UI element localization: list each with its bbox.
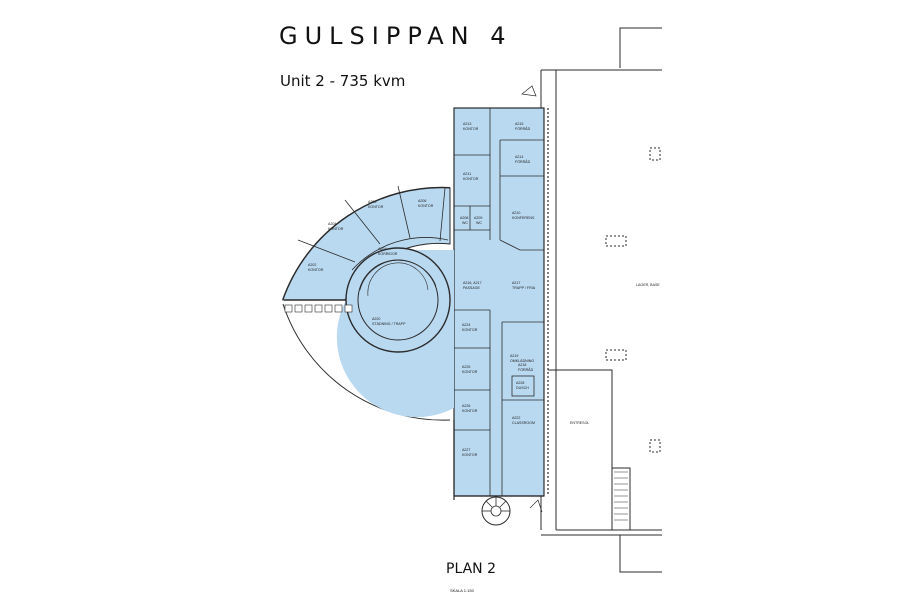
room-passage-name: PASSAGE xyxy=(463,286,481,290)
room-a215-id: A215 xyxy=(515,122,523,126)
room-a205-name: KONTOR xyxy=(368,205,384,209)
balcony-railing xyxy=(284,304,353,313)
room-a220-id: A220 xyxy=(372,317,380,321)
room-a226-id: A226 xyxy=(462,404,470,408)
room-a209-id: A209 xyxy=(474,216,482,220)
storage-label: LAGER, BASE xyxy=(636,283,660,287)
room-a209-name: WC xyxy=(476,221,482,225)
room-passage-id: A216, A217 xyxy=(463,281,482,285)
room-a224-id: A224 xyxy=(462,323,470,327)
room-a219-name: OMKLÄDNING xyxy=(510,359,534,363)
room-a211-name: KONTOR xyxy=(463,177,479,181)
room-a215-name: FÖRRÅD xyxy=(515,126,531,131)
plan-label: PLAN 2 xyxy=(446,561,496,577)
room-a228-id: A228 xyxy=(516,381,524,385)
adjacent-building xyxy=(540,27,662,573)
room-a220-name: STÄDNING / TRAPP xyxy=(372,322,406,326)
room-a218-name: FÖRRÅD xyxy=(518,367,534,372)
room-a205-id: A205 xyxy=(368,200,376,204)
room-a210-name: KONFERENS xyxy=(512,216,535,220)
room-a213-name: KONTOR xyxy=(463,127,479,131)
room-a211-id: A211 xyxy=(463,172,471,176)
room-a226-name: KONTOR xyxy=(462,409,478,413)
room-a227-name: KONTOR xyxy=(462,453,478,457)
room-a214-name: FÖRRÅD xyxy=(515,159,531,164)
room-a222-id: A222 xyxy=(512,416,520,420)
room-a219-id: A219 xyxy=(510,354,518,358)
room-a217-id: A217 xyxy=(512,281,520,285)
room-a224-name: KONTOR xyxy=(462,328,478,332)
room-a222-name: CLASSROOM xyxy=(512,421,535,425)
room-labels: A213 KONTOR A215 FÖRRÅD A214 FÖRRÅD A211… xyxy=(308,122,536,457)
room-a228-name: DUSCH xyxy=(516,386,529,390)
room-a225-name: KONTOR xyxy=(462,370,478,374)
room-a204-name: KONTOR xyxy=(328,227,344,231)
interior-walls xyxy=(284,108,549,526)
room-a227-id: A227 xyxy=(462,448,470,452)
scale-label: SKALA 1:150 xyxy=(450,588,474,593)
room-a213-id: A213 xyxy=(463,122,471,126)
unit-area-label: Unit 2 - 735 kvm xyxy=(280,72,406,90)
page-title: GULSIPPAN 4 xyxy=(279,22,513,50)
room-a208-name: WC xyxy=(462,221,468,225)
room-a208-id: A208 xyxy=(460,216,468,220)
room-a202-name: KONTOR xyxy=(308,268,324,272)
room-a217-name: TRAPP / FRIA xyxy=(512,286,536,290)
entry-markers xyxy=(521,85,543,513)
room-a214-id: A214 xyxy=(515,155,523,159)
room-a204-id: A204 xyxy=(328,222,336,226)
room-a202-id: A202 xyxy=(308,263,316,267)
room-a225-id: A225 xyxy=(462,365,470,369)
room-a218-id: A218 xyxy=(518,363,526,367)
mezzanine-label: ENTRESOL xyxy=(570,421,589,425)
room-a206-name: KONTOR xyxy=(418,204,434,208)
unit-area xyxy=(282,107,545,497)
room-a210-id: A210 xyxy=(512,211,520,215)
room-a201-name: KORRIDOR xyxy=(378,252,398,256)
room-a201-id: A201 xyxy=(378,247,386,251)
room-a206-id: A206 xyxy=(418,199,426,203)
